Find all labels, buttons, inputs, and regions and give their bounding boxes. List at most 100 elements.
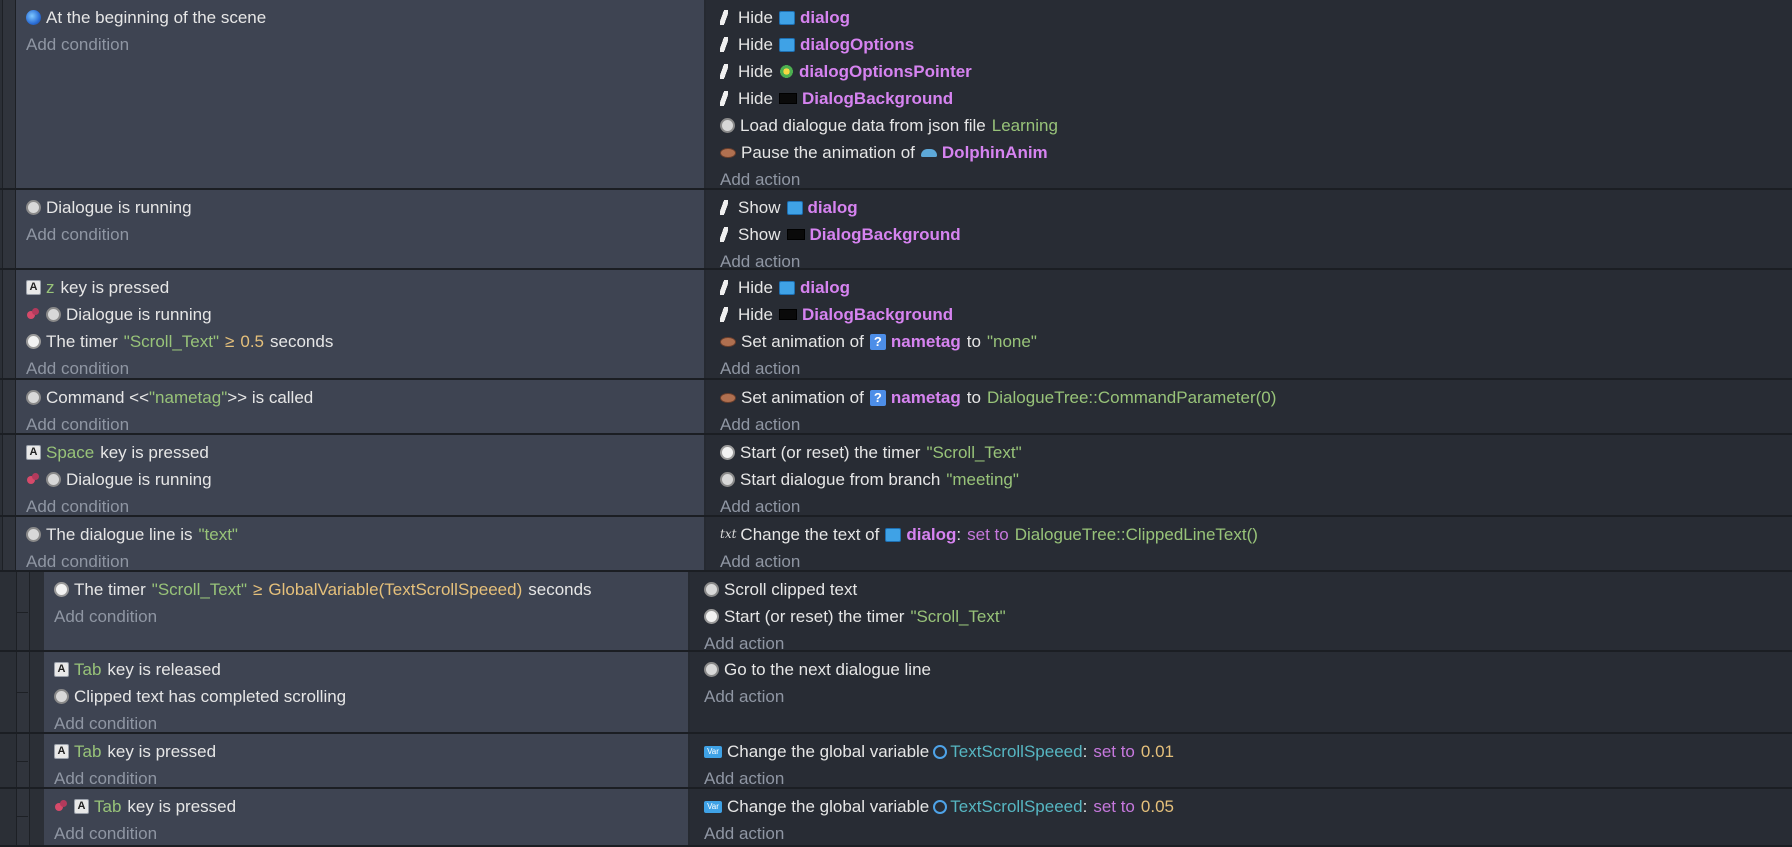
add-action-button[interactable]: Add action <box>704 769 785 788</box>
event-gutter[interactable] <box>0 380 16 433</box>
condition[interactable]: Command <<"nametag">> is called <box>16 384 704 411</box>
conditions-panel[interactable]: The timer"Scroll_Text"≥GlobalVariable(Te… <box>44 572 690 650</box>
actions-panel[interactable]: Start (or reset) the timer"Scroll_Text" … <box>706 435 1792 516</box>
event-gutter[interactable] <box>0 270 16 378</box>
event-gutter[interactable] <box>0 572 44 650</box>
add-action-button[interactable]: Add action <box>704 634 785 653</box>
add-condition-button[interactable]: Add condition <box>26 35 130 54</box>
action[interactable]: Start (or reset) the timer"Scroll_Text" <box>710 439 1792 466</box>
event-row[interactable]: At the beginning of the scene Add condit… <box>0 0 1792 190</box>
action[interactable]: Go to the next dialogue line <box>694 656 1792 683</box>
event-row[interactable]: The dialogue line is"text" Add condition… <box>0 517 1792 572</box>
event-gutter[interactable] <box>0 652 44 732</box>
variable-icon: Var <box>704 800 722 813</box>
condition[interactable]: The dialogue line is"text" <box>16 521 704 548</box>
add-condition-button[interactable]: Add condition <box>54 607 158 626</box>
conditions-panel[interactable]: Dialogue is running Add condition <box>16 190 706 268</box>
condition[interactable]: Dialogue is running <box>16 301 704 328</box>
add-action-button[interactable]: Add action <box>720 497 801 516</box>
sub-event-row[interactable]: The timer"Scroll_Text"≥GlobalVariable(Te… <box>0 572 1792 653</box>
event-row[interactable]: Command <<"nametag">> is called Add cond… <box>0 380 1792 435</box>
add-condition-button[interactable]: Add condition <box>54 769 158 788</box>
condition[interactable]: Clipped text has completed scrolling <box>44 683 688 710</box>
scene-start-icon <box>26 10 41 25</box>
global-variable-icon <box>933 744 948 759</box>
add-action-button[interactable]: Add action <box>720 252 801 271</box>
add-action-button[interactable]: Add action <box>720 359 801 378</box>
condition[interactable]: Dialogue is running <box>16 466 704 493</box>
event-gutter[interactable] <box>0 435 16 515</box>
action[interactable]: Scroll clipped text <box>694 576 1792 603</box>
action[interactable]: Start (or reset) the timer"Scroll_Text" <box>694 603 1792 630</box>
conditions-panel[interactable]: The dialogue line is"text" Add condition <box>16 517 706 571</box>
dialogue-tree-icon <box>720 118 735 133</box>
add-action-button[interactable]: Add action <box>704 687 785 706</box>
event-gutter[interactable] <box>0 190 16 268</box>
add-condition-button[interactable]: Add condition <box>26 225 130 244</box>
event-gutter[interactable] <box>0 517 16 570</box>
condition[interactable]: The timer"Scroll_Text"≥GlobalVariable(Te… <box>44 576 688 603</box>
conditions-panel[interactable]: Command <<"nametag">> is called Add cond… <box>16 380 706 434</box>
event-gutter[interactable] <box>0 734 44 787</box>
dolphin-object-icon <box>920 148 937 157</box>
add-action-button[interactable]: Add action <box>720 415 801 434</box>
add-action-button[interactable]: Add action <box>720 170 801 189</box>
add-condition-button[interactable]: Add condition <box>26 552 130 571</box>
conditions-panel[interactable]: At the beginning of the scene Add condit… <box>16 0 706 188</box>
event-gutter[interactable] <box>0 0 16 188</box>
add-condition-button[interactable]: Add condition <box>54 824 158 843</box>
add-condition-button[interactable]: Add condition <box>26 497 130 516</box>
add-condition-button[interactable]: Add condition <box>54 714 158 733</box>
add-action-button[interactable]: Add action <box>720 552 801 571</box>
condition[interactable]: Dialogue is running <box>16 194 704 221</box>
actions-panel[interactable]: Scroll clipped text Start (or reset) the… <box>690 572 1792 653</box>
add-condition-button[interactable]: Add condition <box>26 415 130 434</box>
add-action-button[interactable]: Add action <box>704 824 785 843</box>
actions-panel[interactable]: Go to the next dialogue line Add action <box>690 652 1792 732</box>
condition[interactable]: At the beginning of the scene <box>16 4 704 31</box>
event-gutter[interactable] <box>0 789 44 845</box>
timer-icon <box>704 609 719 624</box>
action[interactable]: Start dialogue from branch"meeting" <box>710 466 1792 493</box>
add-condition-button[interactable]: Add condition <box>26 359 130 378</box>
